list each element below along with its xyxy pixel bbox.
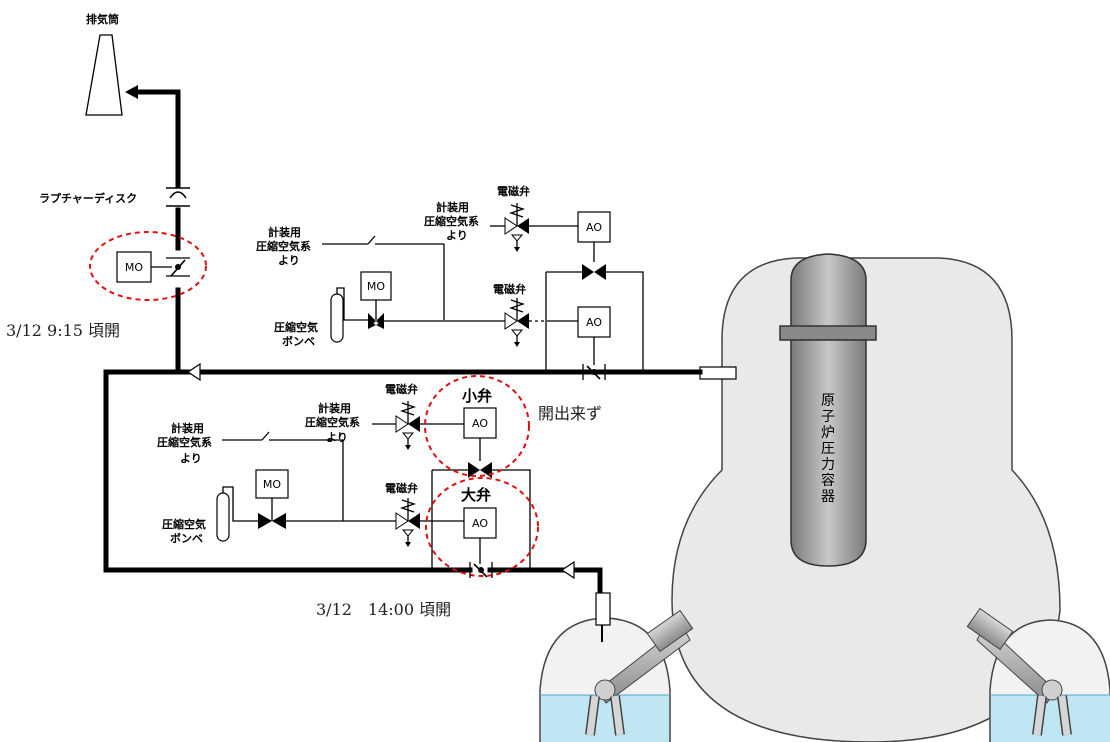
cylinder-label-2: ボンベ	[282, 334, 315, 348]
instrument-air-label-2: 圧縮空気系	[256, 239, 311, 253]
svg-text:より: より	[446, 229, 468, 242]
cylinder-label-1: 圧縮空気	[274, 320, 318, 334]
upper-air-system: 計装用 圧縮空気系 より 圧縮空気 ボンベ MO 電磁弁	[256, 184, 644, 380]
svg-text:圧縮空気系: 圧縮空気系	[305, 415, 360, 429]
wetwell-left-water	[541, 695, 669, 742]
solenoid-label: 電磁弁	[493, 282, 526, 296]
solenoid-valve-icon	[504, 298, 529, 347]
mo-box-label: MO	[125, 261, 143, 274]
instrument-air-label-3: より	[278, 254, 300, 267]
svg-text:計装用: 計装用	[171, 421, 204, 435]
svg-text:AO: AO	[586, 221, 602, 234]
vent-arm-left	[585, 609, 694, 736]
svg-text:ボンベ: ボンベ	[170, 531, 203, 545]
large-valve-open-time: 3/12 14:00 頃開	[316, 600, 451, 619]
exhaust-stack: 排気筒	[85, 12, 123, 116]
rpv-label-char: 力	[821, 457, 835, 473]
rpv-label-char: 容	[821, 472, 835, 489]
vent-piping	[103, 85, 703, 642]
rupture-disk-label: ラプチャーディスク	[39, 191, 137, 205]
highlight-large-valve	[425, 477, 539, 577]
instrument-air-label-1: 計装用	[268, 225, 301, 239]
small-valve-label: 小弁	[462, 387, 492, 405]
svg-text:電磁弁: 電磁弁	[497, 184, 530, 198]
vent-arm-right	[966, 607, 1072, 736]
solenoid-valve-icon	[395, 498, 420, 547]
rpv-label-char: 子	[821, 409, 835, 425]
rpv-label-char: 圧	[821, 441, 835, 457]
svg-text:圧縮空気系: 圧縮空気系	[157, 435, 212, 449]
reducer-bottom	[560, 560, 575, 580]
mo-valve-stack: MO	[89, 231, 207, 301]
highlight-small-valve	[424, 375, 530, 477]
svg-text:AO: AO	[472, 417, 488, 430]
flow-arrow-icon	[125, 85, 138, 99]
rupture-disk: ラプチャーディスク	[39, 187, 190, 207]
solenoid-valve-icon	[395, 401, 420, 450]
svg-text:より: より	[180, 452, 202, 465]
svg-text:計装用: 計装用	[436, 200, 469, 214]
lower-air-system: 計装用 圧縮空気系 より 計装用 圧縮空気系 より 電磁弁 AO 小弁	[157, 375, 602, 578]
svg-text:MO: MO	[367, 280, 385, 293]
solenoid-valve-icon	[504, 203, 529, 252]
wetwell-right-water	[991, 695, 1110, 742]
svg-text:電磁弁: 電磁弁	[385, 382, 418, 396]
rpv-label-char: 原	[821, 393, 835, 409]
svg-text:電磁弁: 電磁弁	[385, 481, 418, 495]
stack-label: 排気筒	[86, 12, 119, 26]
vessel-nozzle	[699, 366, 737, 380]
svg-text:圧縮空気系: 圧縮空気系	[424, 214, 479, 228]
rpv-label-char: 炉	[821, 425, 835, 441]
svg-text:MO: MO	[263, 478, 281, 491]
reducer-top	[186, 362, 201, 382]
svg-text:計装用: 計装用	[318, 401, 351, 415]
cannot-open-note: 開出来ず	[538, 404, 602, 423]
svg-text:AO: AO	[586, 316, 602, 329]
mo-open-time: 3/12 9:15 頃開	[6, 321, 120, 340]
svg-text:圧縮空気: 圧縮空気	[162, 517, 206, 531]
large-valve-label: 大弁	[461, 486, 491, 504]
svg-text:AO: AO	[472, 517, 488, 530]
rpv-label-char: 器	[821, 489, 835, 505]
highlight-mo-stack	[89, 231, 207, 301]
svg-text:より: より	[326, 431, 348, 444]
